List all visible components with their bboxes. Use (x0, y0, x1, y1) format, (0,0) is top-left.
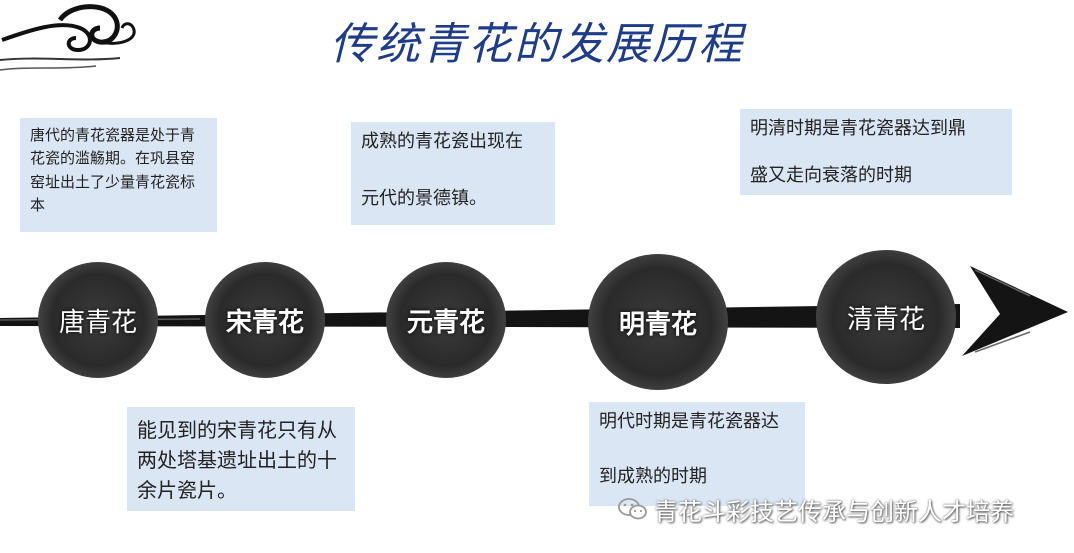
stage-label: 清青花 (846, 304, 925, 335)
note-mingqing: 明清时期是青花瓷器达到鼎 盛又走向衰落的时期 (740, 109, 1012, 195)
note-line: 成熟的青花瓷出现在 (361, 131, 523, 152)
note-line: 花瓷的滥觞期。在巩县窑 (30, 149, 196, 168)
note-yuan: 成熟的青花瓷出现在 元代的景德镇。 (351, 122, 555, 225)
note-line: 本 (30, 195, 46, 214)
note-line: 两处塔基遗址出土的十 (137, 448, 337, 472)
note-line: 明清时期是青花瓷器达到鼎 (750, 118, 966, 139)
stage-ming: 明青花 (588, 254, 728, 390)
note-tang: 唐代的青花瓷器是处于青 花瓷的滥觞期。在巩县窑 窑址出土了少量青花瓷标 本 (20, 118, 217, 232)
stage-song: 宋青花 (205, 262, 325, 378)
watermark-text: 青花斗彩技艺传承与创新人才培养 (654, 497, 1014, 526)
note-line: 元代的景德镇。 (361, 188, 487, 209)
note-line: 窑址出土了少量青花瓷标 (30, 172, 196, 191)
note-line: 明代时期是青花瓷器达 (599, 411, 779, 432)
page-title: 传统青花的发展历程 (330, 19, 744, 70)
stage-yuan: 元青花 (386, 262, 506, 378)
stage-label: 元青花 (406, 307, 485, 338)
stage-tang: 唐青花 (38, 262, 158, 378)
stage-label: 明青花 (618, 309, 697, 340)
note-line: 余片瓷片。 (137, 478, 237, 502)
stage-label: 宋青花 (225, 307, 304, 338)
wechat-icon (618, 498, 647, 520)
note-song: 能见到的宋青花只有从 两处塔基遗址出土的十 余片瓷片。 (127, 407, 355, 511)
watermark: 青花斗彩技艺传承与创新人才培养 (618, 492, 1014, 526)
note-line: 到成熟的时期 (599, 466, 707, 487)
note-line: 唐代的青花瓷器是处于青 (30, 126, 196, 144)
stage-label: 唐青花 (58, 307, 137, 338)
cloud-scroll-icon (0, 4, 136, 71)
note-ming: 明代时期是青花瓷器达 到成熟的时期 (589, 402, 805, 506)
note-line: 盛又走向衰落的时期 (750, 165, 912, 186)
note-line: 能见到的宋青花只有从 (137, 418, 337, 442)
stage-qing: 清青花 (816, 250, 956, 384)
